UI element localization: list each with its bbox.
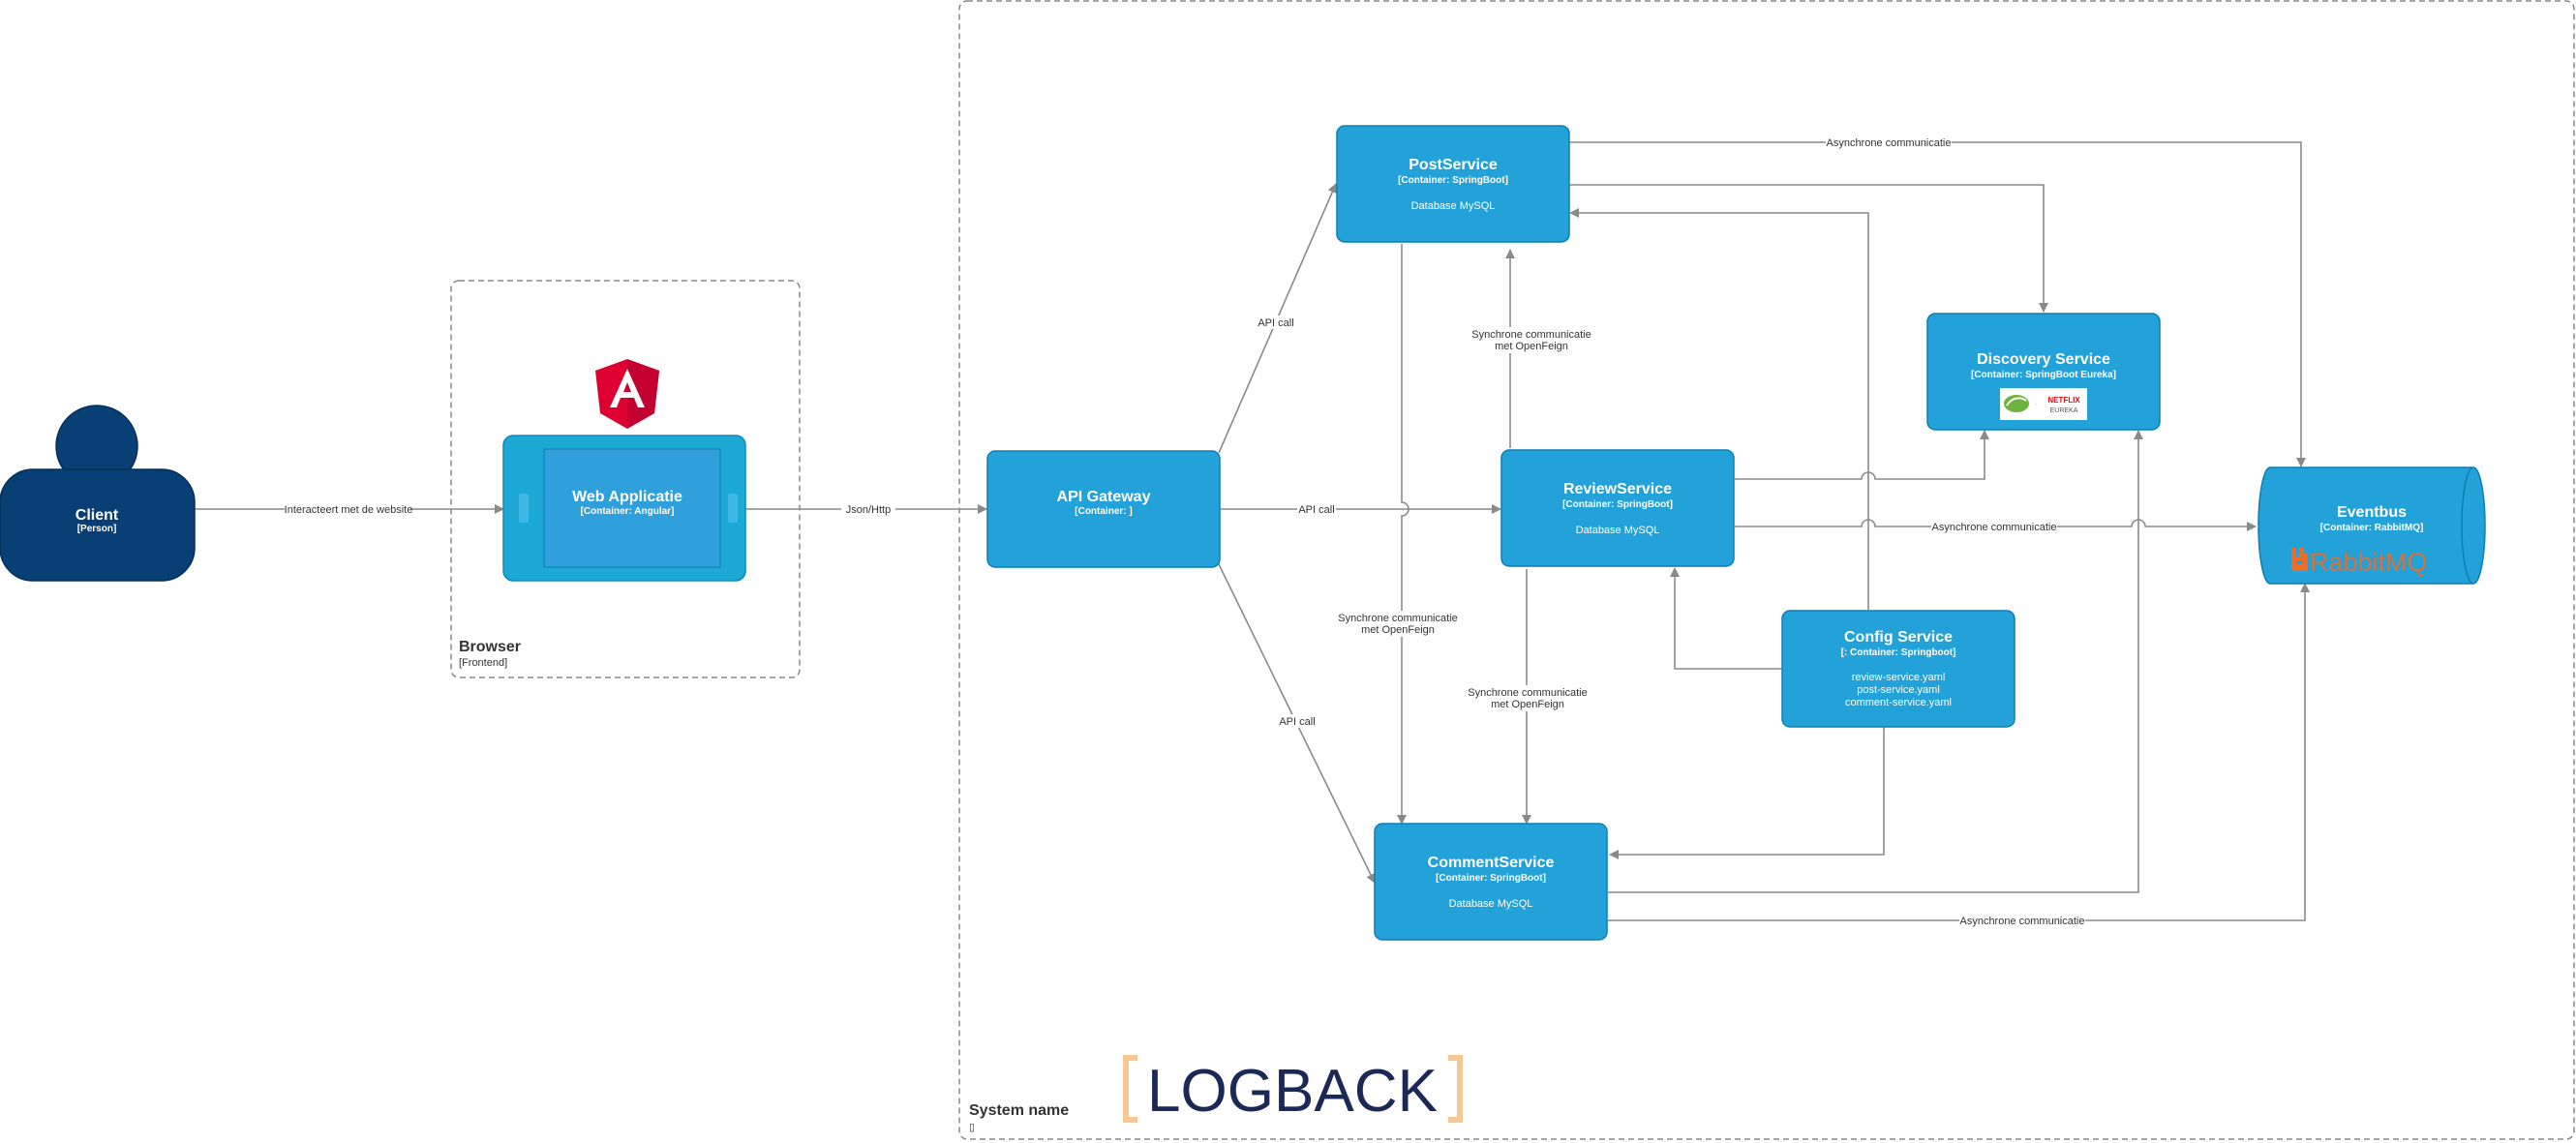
api-gateway-node[interactable]: API Gateway [Container: ] xyxy=(986,450,1221,568)
edge-label-comment-eventbus: Asynchrone communicatie xyxy=(1959,916,2084,927)
review-service-name: ReviewService xyxy=(1563,481,1672,497)
svg-text:-: - xyxy=(2035,402,2038,408)
discovery-service-type: [Container: SpringBoot Eureka] xyxy=(1971,370,2116,380)
client-type: [Person] xyxy=(77,524,117,534)
eventbus-node[interactable]: Eventbus [Container: RabbitMQ] RabbitMQ xyxy=(2258,466,2486,585)
edge-post-comment xyxy=(1397,244,1409,825)
rabbitmq-text: RabbitMQ xyxy=(2310,548,2428,577)
edge-post-eventbus xyxy=(1569,141,2306,467)
tablet-button-right xyxy=(728,494,738,523)
comment-service-desc: Database MySQL xyxy=(1449,898,1533,910)
edge-config-review xyxy=(1670,567,1782,670)
comment-service-type: [Container: SpringBoot] xyxy=(1436,873,1546,884)
browser-boundary: Browser [Frontend] xyxy=(450,280,801,678)
post-service-name: PostService xyxy=(1409,157,1498,173)
system-boundary: System name ▯ xyxy=(958,0,2575,1140)
eventbus-type: [Container: RabbitMQ] xyxy=(2320,523,2424,533)
edge-label-review-comment-line2: met OpenFeign xyxy=(1491,699,1564,710)
config-file-comment: comment-service.yaml xyxy=(1845,697,1952,708)
spring-eureka-logo-icon: - NETFLIX EUREKA xyxy=(2000,388,2087,420)
eventbus-name: Eventbus xyxy=(2337,504,2407,521)
edge-label-gateway-post: API call xyxy=(1258,317,1293,329)
discovery-service-name: Discovery Service xyxy=(1977,351,2110,368)
review-service-desc: Database MySQL xyxy=(1576,525,1660,536)
netflix-text: NETFLIX xyxy=(2047,396,2080,405)
edge-label-review-comment-line1: Synchrone communicatie xyxy=(1468,687,1588,699)
client-name: Client xyxy=(76,507,119,524)
tablet-screen xyxy=(543,448,721,568)
web-app-name: Web Applicatie xyxy=(572,489,682,505)
edge-review-discovery xyxy=(1735,430,1989,480)
tablet-button-left xyxy=(519,494,529,523)
discovery-service-node[interactable]: Discovery Service [Container: SpringBoot… xyxy=(1926,313,2161,431)
edge-label-gateway-review: API call xyxy=(1298,504,1334,516)
post-service-node[interactable]: PostService [Container: SpringBoot] Data… xyxy=(1336,125,1570,243)
rabbitmq-logo-icon: RabbitMQ xyxy=(2291,548,2428,577)
comment-service-node[interactable]: CommentService [Container: SpringBoot] D… xyxy=(1374,823,1608,941)
browser-boundary-name: Browser xyxy=(459,639,521,655)
edge-label-review-post-line1: Synchrone communicatie xyxy=(1471,329,1591,341)
review-service-node[interactable]: ReviewService [Container: SpringBoot] Da… xyxy=(1500,449,1735,567)
config-service-type: [: Container: Springboot] xyxy=(1841,647,1956,658)
edge-config-post xyxy=(1569,208,1869,610)
edge-label-gateway-comment: API call xyxy=(1279,716,1315,728)
edge-label-post-comment-line2: met OpenFeign xyxy=(1361,624,1435,636)
edge-comment-eventbus xyxy=(1608,583,2310,921)
config-file-post: post-service.yaml xyxy=(1857,684,1940,696)
web-app-node[interactable]: Web Applicatie [Container: Angular] xyxy=(502,435,746,582)
post-service-type: [Container: SpringBoot] xyxy=(1398,175,1508,186)
edge-labels: Interacteert met de website Json/Http AP… xyxy=(285,135,2085,927)
angular-logo-icon xyxy=(595,359,659,429)
edge-post-discovery xyxy=(1569,184,2048,313)
edge-label-webapp-gateway: Json/Http xyxy=(846,504,891,516)
config-file-review: review-service.yaml xyxy=(1852,672,1946,683)
logback-logo-icon: LOGBACK xyxy=(1123,1055,1463,1125)
comment-service-name: CommentService xyxy=(1428,855,1555,871)
browser-boundary-type: [Frontend] xyxy=(459,657,507,669)
system-boundary-name: System name xyxy=(969,1102,1069,1119)
web-app-type: [Container: Angular] xyxy=(581,506,675,517)
edge-label-review-post-line2: met OpenFeign xyxy=(1495,341,1568,352)
post-service-desc: Database MySQL xyxy=(1411,200,1496,212)
system-boundary-glyph: ▯ xyxy=(969,1122,975,1133)
api-gateway-name: API Gateway xyxy=(1057,489,1151,505)
edge-comment-discovery xyxy=(1608,430,2143,893)
api-gateway-type: [Container: ] xyxy=(1075,506,1132,517)
config-service-name: Config Service xyxy=(1844,629,1953,646)
logback-text: LOGBACK xyxy=(1147,1058,1438,1125)
review-service-type: [Container: SpringBoot] xyxy=(1562,499,1673,510)
person-body xyxy=(0,468,196,582)
edge-label-review-eventbus: Asynchrone communicatie xyxy=(1931,522,2056,533)
client-person-node[interactable]: Client [Person] xyxy=(0,405,196,582)
edge-config-comment xyxy=(1609,727,1885,859)
edge-label-post-comment-line1: Synchrone communicatie xyxy=(1338,613,1458,624)
config-service-node[interactable]: Config Service [: Container: Springboot]… xyxy=(1781,610,2015,728)
eureka-text: EUREKA xyxy=(2050,407,2078,414)
edge-label-client-webapp: Interacteert met de website xyxy=(285,504,413,516)
edge-label-post-eventbus: Asynchrone communicatie xyxy=(1826,137,1951,149)
